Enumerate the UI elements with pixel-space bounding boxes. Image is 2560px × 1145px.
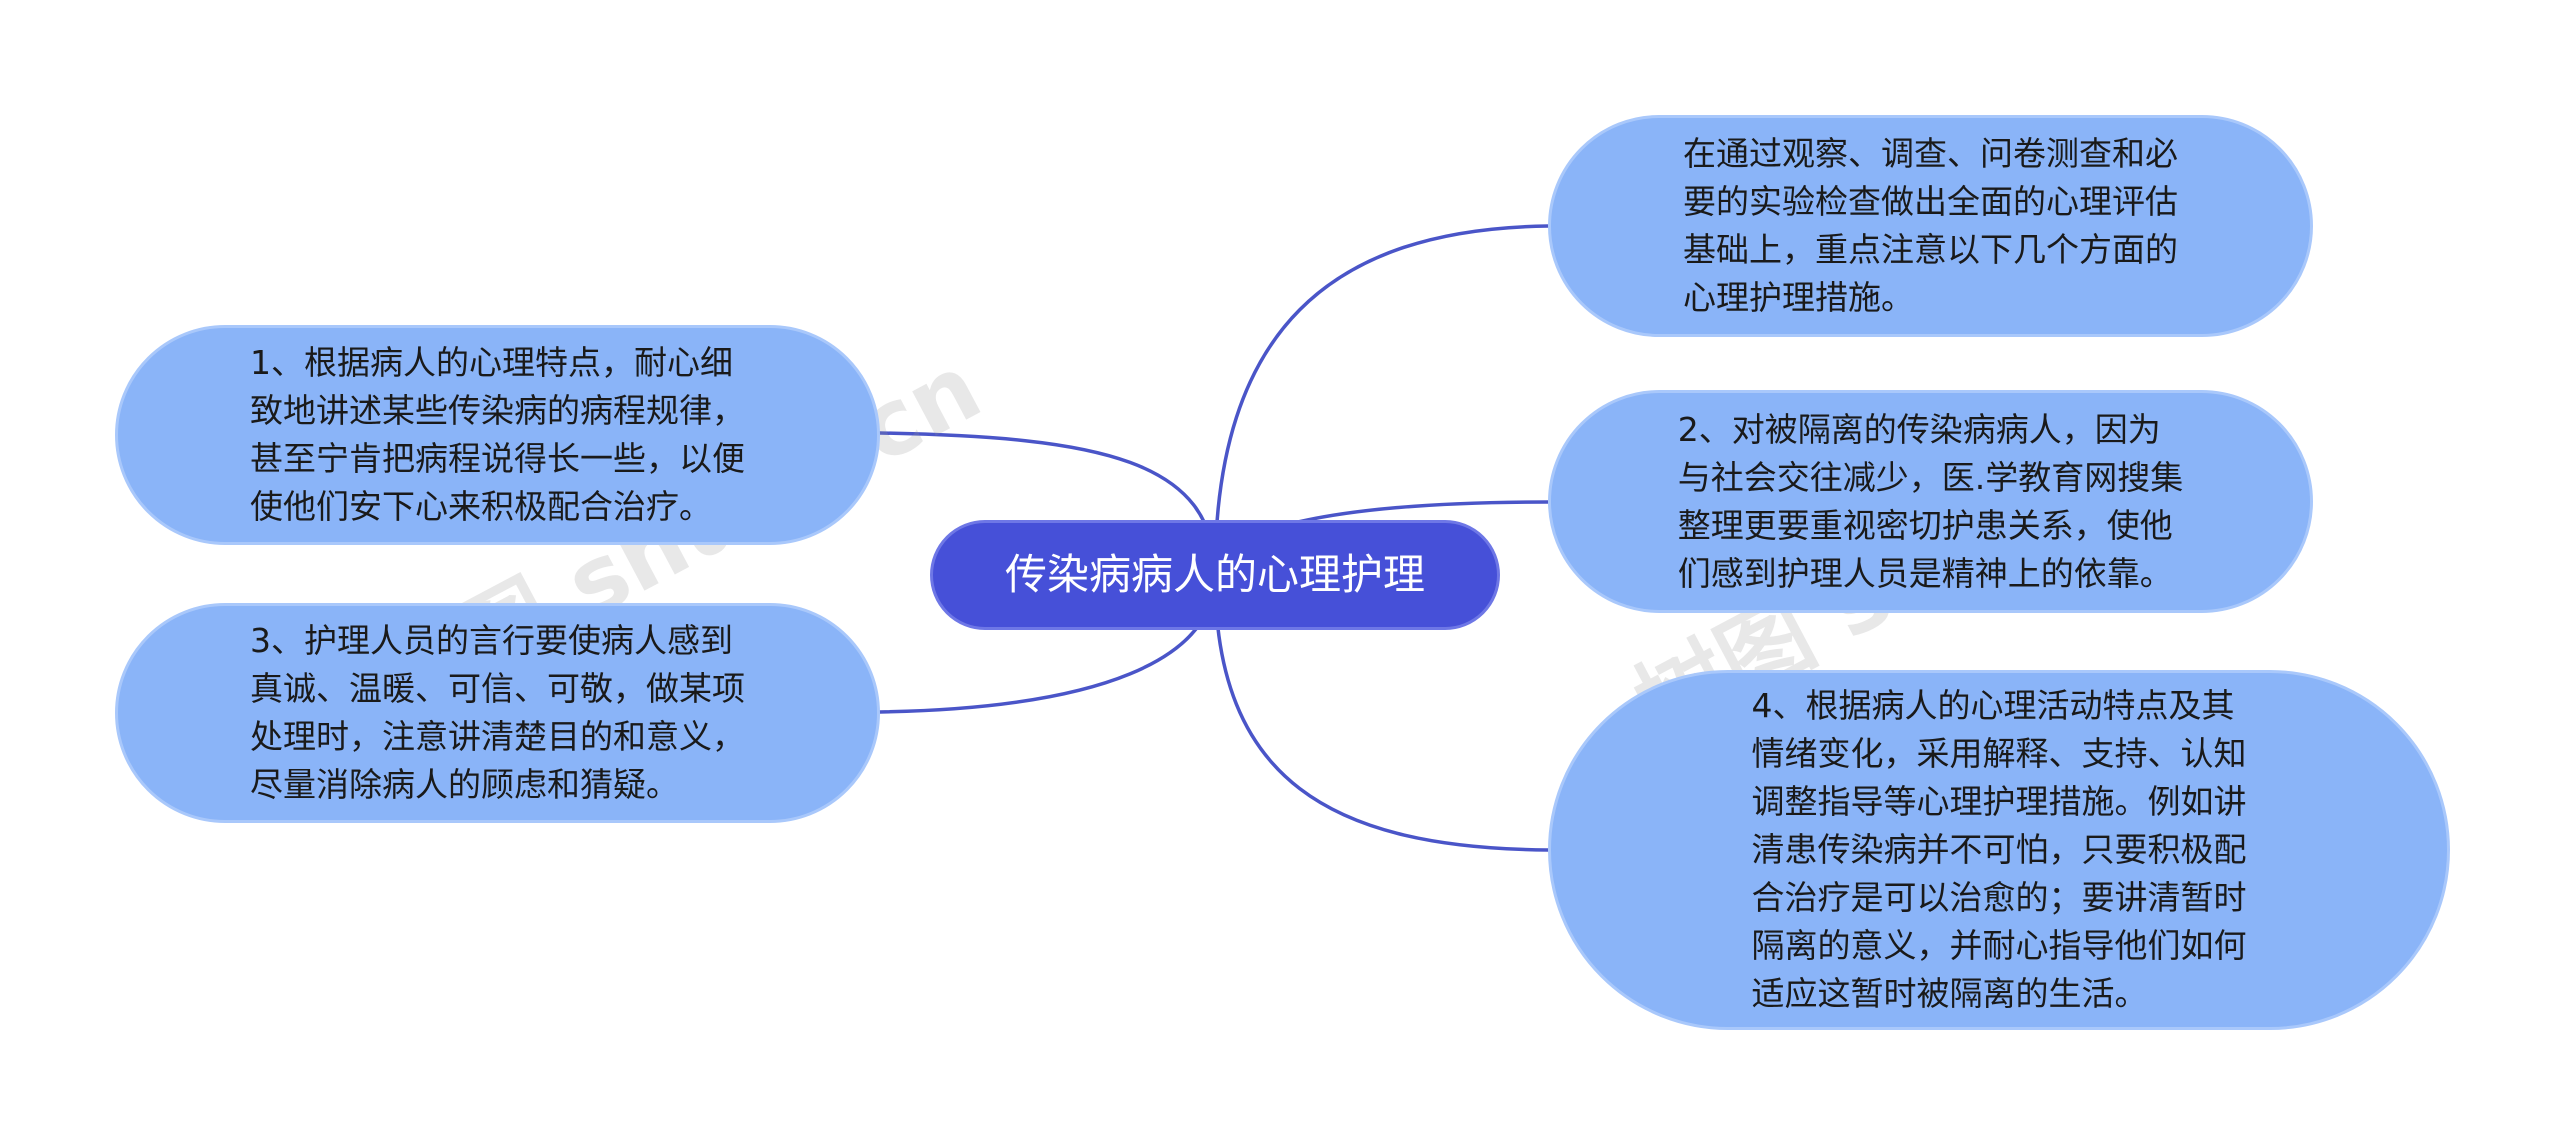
node-text: 2、对被隔离的传染病病人，因为 与社会交往减少，医.学教育网搜集 整理更要重视密… <box>1677 409 2184 593</box>
connector-right-0 <box>1213 224 1550 577</box>
node-right-4[interactable]: 4、根据病人的心理活动特点及其 情绪变化，采用解释、支持、认知 调整指导等心理护… <box>1548 670 2450 1030</box>
connector-right-4 <box>1213 573 1550 852</box>
node-text: 3、护理人员的言行要使病人感到 真诚、温暖、可信、可敬，做某项 处理时，注意讲清… <box>250 621 745 804</box>
node-right-2[interactable]: 2、对被隔离的传染病病人，因为 与社会交往减少，医.学教育网搜集 整理更要重视密… <box>1548 390 2313 613</box>
node-left-1[interactable]: 1、根据病人的心理特点，耐心细 致地讲述某些传染病的病程规律， 甚至宁肯把病程说… <box>115 325 880 545</box>
node-left-3[interactable]: 3、护理人员的言行要使病人感到 真诚、温暖、可信、可敬，做某项 处理时，注意讲清… <box>115 603 880 823</box>
root-topic-label: 传染病病人的心理护理 <box>1004 550 1425 599</box>
node-text: 1、根据病人的心理特点，耐心细 致地讲述某些传染病的病程规律， 甚至宁肯把病程说… <box>250 343 745 526</box>
node-text: 4、根据病人的心理活动特点及其 情绪变化，采用解释、支持、认知 调整指导等心理护… <box>1751 686 2247 1013</box>
node-right-intro[interactable]: 在通过观察、调查、问卷测查和必 要的实验检查做出全面的心理评估 基础上，重点注意… <box>1548 115 2313 337</box>
root-topic[interactable]: 传染病病人的心理护理 <box>930 520 1500 630</box>
node-text: 在通过观察、调查、问卷测查和必 要的实验检查做出全面的心理评估 基础上，重点注意… <box>1683 134 2178 317</box>
